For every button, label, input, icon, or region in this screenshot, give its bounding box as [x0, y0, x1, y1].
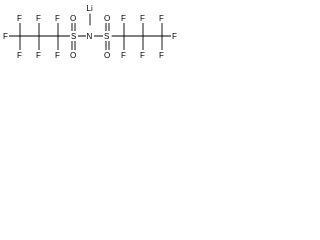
atom-f-left-6: F [55, 14, 60, 23]
atom-f-right-7: F [172, 32, 177, 41]
atom-o-right-bottom: O [104, 51, 110, 60]
atom-f-right-1: F [121, 14, 126, 23]
atom-o-left-top: O [70, 14, 76, 23]
atom-f-left-4: F [36, 14, 41, 23]
atom-f-right-4: F [140, 51, 145, 60]
atom-f-left-2: F [17, 14, 22, 23]
atom-n: N [87, 32, 93, 41]
atom-s-left: S [71, 32, 76, 41]
atom-f-left-1: F [3, 32, 8, 41]
atom-li: Li [87, 4, 93, 13]
atom-f-left-7: F [55, 51, 60, 60]
atom-f-right-3: F [140, 14, 145, 23]
atom-o-left-bottom: O [70, 51, 76, 60]
atom-o-right-top: O [104, 14, 110, 23]
atom-label-backgrounds [2, 3, 178, 60]
atom-f-left-5: F [36, 51, 41, 60]
atom-f-right-2: F [121, 51, 126, 60]
atom-labels: Li N S S O O O O F F F F F F F F F F F F… [3, 4, 177, 60]
atom-f-left-3: F [17, 51, 22, 60]
chemical-structure: Li N S S O O O O F F F F F F F F F F F F… [2, 3, 178, 60]
atom-f-right-6: F [159, 51, 164, 60]
atom-s-right: S [104, 32, 109, 41]
atom-f-right-5: F [159, 14, 164, 23]
